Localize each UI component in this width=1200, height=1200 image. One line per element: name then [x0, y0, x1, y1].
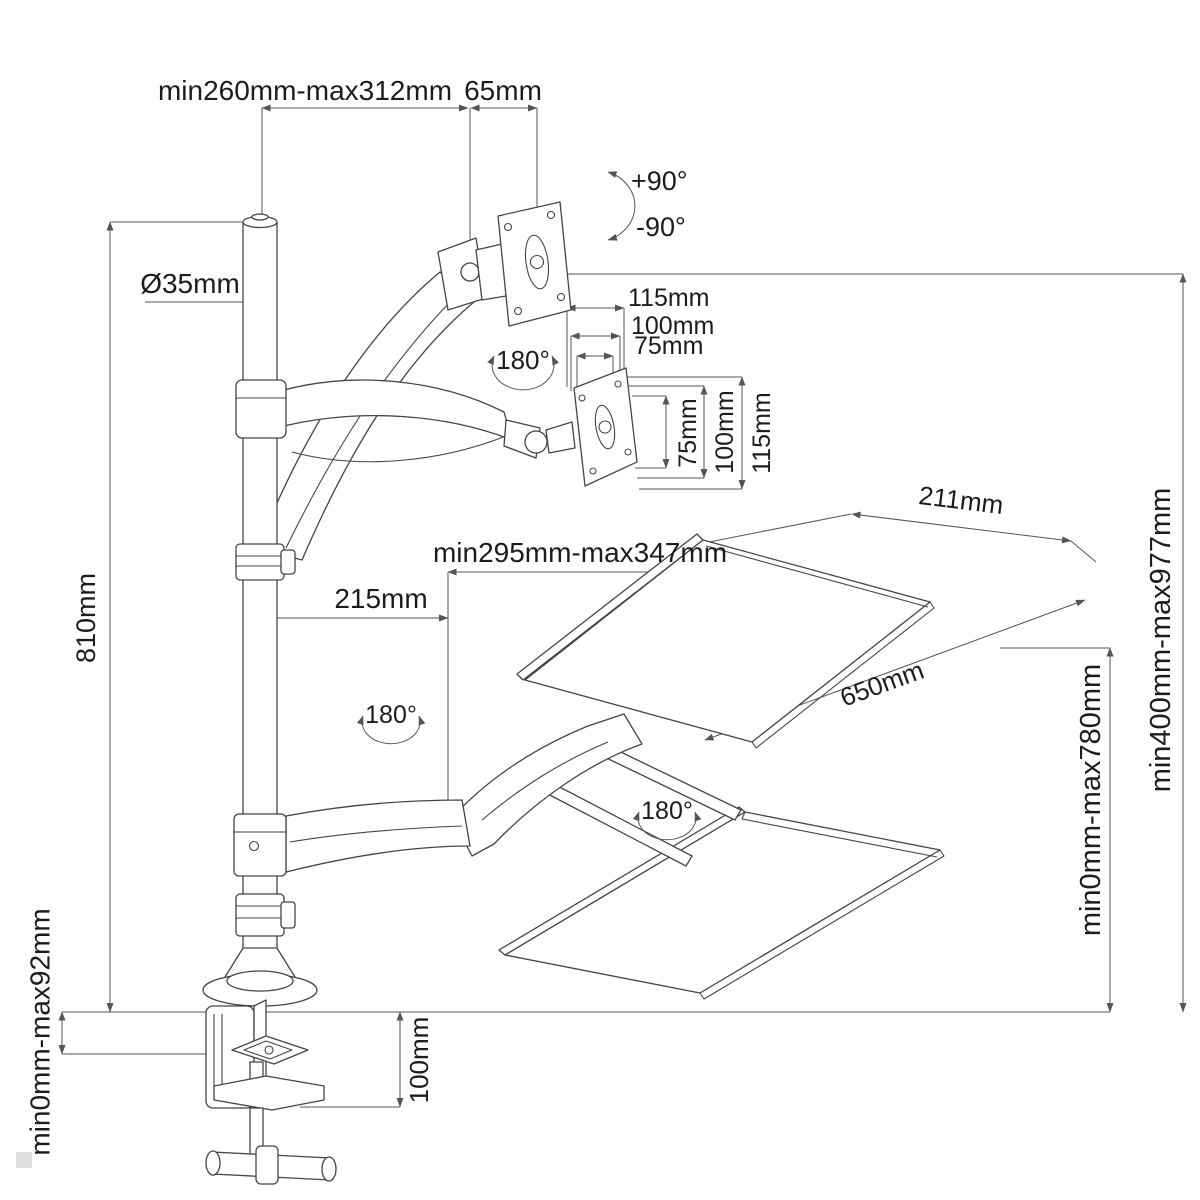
lower-arm-detail	[289, 825, 463, 843]
watermark	[16, 1152, 32, 1168]
gas-spring-body	[451, 713, 643, 857]
elbow-joint	[524, 430, 548, 454]
pole-collar	[235, 543, 285, 581]
label-clamp-opening: 100mm	[404, 1017, 434, 1104]
sleeve-bolt	[248, 840, 260, 852]
label-swivel-monitor: 180°	[496, 345, 550, 375]
work-surface-tray	[516, 533, 935, 749]
clamp-pad-screw	[264, 1045, 274, 1055]
vesa-hole	[546, 210, 556, 220]
vesa-hole	[624, 448, 632, 456]
vesa-center-hole	[529, 254, 545, 270]
handle-end	[321, 1156, 337, 1182]
clamp-lower-jaw	[213, 1075, 325, 1111]
vesa-center-hole	[598, 420, 612, 434]
label-work-surface-height: min400mm-max977mm	[1145, 488, 1177, 793]
elbow-link	[545, 421, 576, 454]
handle-hub	[255, 1145, 279, 1185]
keyboard-tray-surface	[504, 811, 941, 994]
tilt-arc	[607, 171, 636, 241]
label-swivel-arm: 180°	[365, 701, 417, 729]
label-tray-depth: 211mm	[917, 480, 1005, 520]
label-vesa-v-115: 115mm	[748, 392, 776, 474]
vesa-hole	[578, 394, 586, 402]
tilt-joint	[460, 262, 480, 282]
label-clamp-range: min0mm-max92mm	[25, 908, 56, 1155]
label-swivel-tray: 180°	[641, 797, 693, 825]
swivel-arc-arm	[356, 715, 426, 745]
pole-assembly	[202, 213, 318, 1007]
work-surface-edges	[705, 545, 935, 749]
label-vesa-h-115: 115mm	[628, 284, 710, 312]
label-tray-arm-range: min295mm-max347mm	[433, 537, 727, 568]
lower-arm	[285, 799, 471, 873]
swivel-arc-tray	[632, 811, 702, 841]
clamp-pad-inner	[243, 1040, 293, 1060]
vesa-plate-side	[573, 367, 638, 487]
collar-lines	[236, 905, 284, 919]
vesa-plate-top	[497, 201, 572, 327]
vesa-hole	[614, 380, 622, 388]
collar-knob	[280, 901, 296, 929]
keyboard-tray-edges	[699, 811, 945, 1000]
gas-spring-detail	[481, 741, 609, 821]
clamp-pad	[231, 1035, 309, 1065]
pole-cap-button	[251, 213, 269, 221]
vesa-hole	[513, 306, 523, 316]
keyboard-tray	[498, 806, 945, 1000]
label-pole-diameter: Ø35mm	[140, 268, 240, 299]
vesa-plate	[497, 201, 572, 327]
pole-collar-lower	[235, 893, 285, 937]
vesa-plate	[573, 367, 638, 487]
lower-arm-sleeve	[233, 813, 287, 877]
label-tilt-up: +90°	[631, 166, 688, 196]
collar-knob	[280, 549, 296, 575]
lower-arm-body	[285, 799, 471, 873]
label-vesa-h-75: 75mm	[634, 332, 703, 360]
vesa-center-slot	[524, 234, 550, 290]
label-tilt-down: -90°	[636, 212, 686, 242]
label-vesa-v-100: 100mm	[711, 390, 739, 473]
dimension-lines	[58, 104, 1187, 1108]
dim-tray-depth	[851, 511, 1072, 544]
vesa-hole	[556, 292, 566, 302]
base-plate-inner	[226, 970, 294, 992]
label-vesa-offset: 65mm	[464, 75, 542, 106]
arm-hub	[235, 379, 287, 439]
swivel-arc-monitor	[487, 355, 559, 391]
handle-end	[205, 1150, 221, 1176]
upper-arm-detail	[285, 299, 453, 549]
gas-spring-unit	[451, 713, 643, 857]
label-pole-height: 810mm	[71, 573, 101, 663]
label-vesa-v-75: 75mm	[674, 398, 702, 467]
vesa-center-slot	[594, 404, 616, 450]
label-arm-offset: 215mm	[334, 583, 427, 614]
vesa-hole	[589, 467, 597, 475]
label-vesa-h-100: 100mm	[631, 312, 714, 340]
label-keyboard-tray-height: min0mm-max780mm	[1075, 664, 1107, 936]
vesa-hole	[503, 222, 513, 232]
label-pole-top-range: min260mm-max312mm	[158, 75, 452, 106]
collar-lines	[236, 555, 284, 567]
wishbone-detail	[291, 435, 507, 463]
wishbone-arm	[283, 379, 576, 463]
rotation-arrows	[356, 171, 702, 841]
work-surface	[524, 539, 931, 743]
desk-clamp	[205, 999, 337, 1185]
